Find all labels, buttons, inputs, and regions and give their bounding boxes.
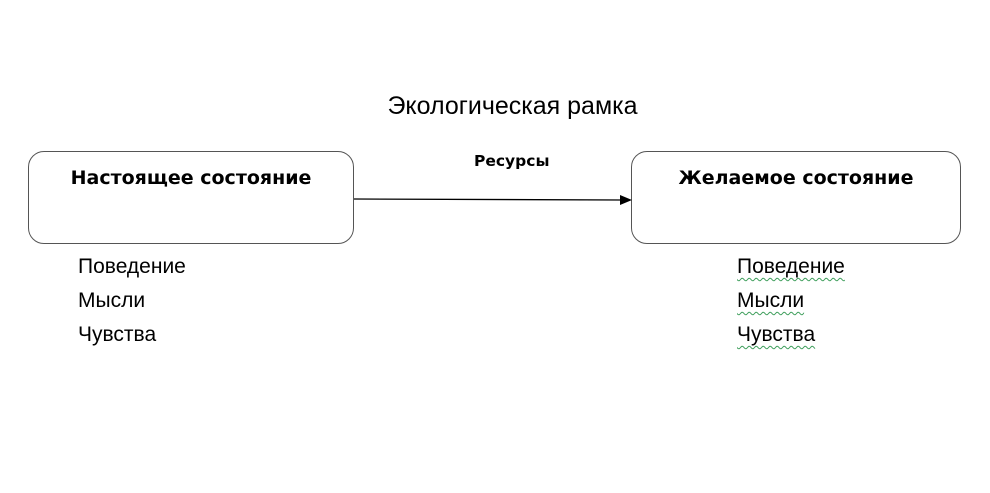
list-item-text: Поведение [78,255,186,278]
list-item-text: Мысли [78,289,146,312]
list-item-text: Чувства [737,323,816,346]
list-item: Мысли [737,284,845,318]
arrowhead-right-icon [620,195,632,205]
list-item: Поведение [737,250,845,284]
current-state-box: Настоящее состояние [28,151,354,244]
diagram-title: Экологическая рамка [387,92,638,120]
desired-state-list: Поведение Мысли Чувства [737,250,845,352]
list-item: Мысли [78,284,186,318]
current-state-list: Поведение Мысли Чувства [78,250,186,352]
current-state-label: Настоящее состояние [70,167,312,189]
desired-state-box: Желаемое состояние [631,151,961,244]
list-item-text: Мысли [737,289,805,312]
arrow-line [353,198,623,201]
list-item: Поведение [78,250,186,284]
list-item: Чувства [78,318,186,352]
resources-label: Ресурсы [474,152,550,170]
desired-state-label: Желаемое состояние [678,167,914,189]
list-item-text: Поведение [737,255,845,278]
list-item: Чувства [737,318,845,352]
list-item-text: Чувства [78,323,157,346]
